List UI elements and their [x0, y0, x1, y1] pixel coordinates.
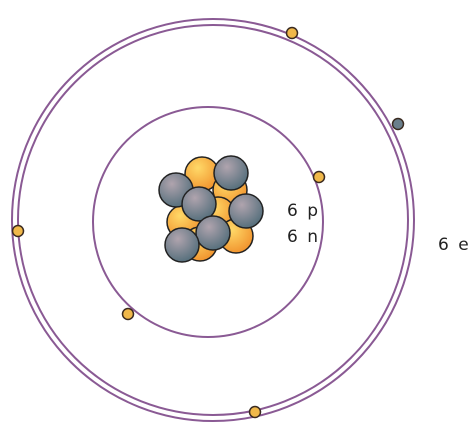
electron [250, 407, 261, 418]
neutron-count-label: 6 n [287, 229, 320, 246]
neutron [214, 156, 248, 190]
electron [123, 309, 134, 320]
electron [287, 28, 298, 39]
electron [13, 226, 24, 237]
neutron [229, 194, 263, 228]
electron [393, 119, 404, 130]
neutron [165, 228, 199, 262]
proton-count-label: 6 p [287, 203, 320, 220]
neutron [196, 216, 230, 250]
electron-count-label: 6 e [438, 237, 471, 254]
electron [314, 172, 325, 183]
nucleus [159, 156, 263, 262]
